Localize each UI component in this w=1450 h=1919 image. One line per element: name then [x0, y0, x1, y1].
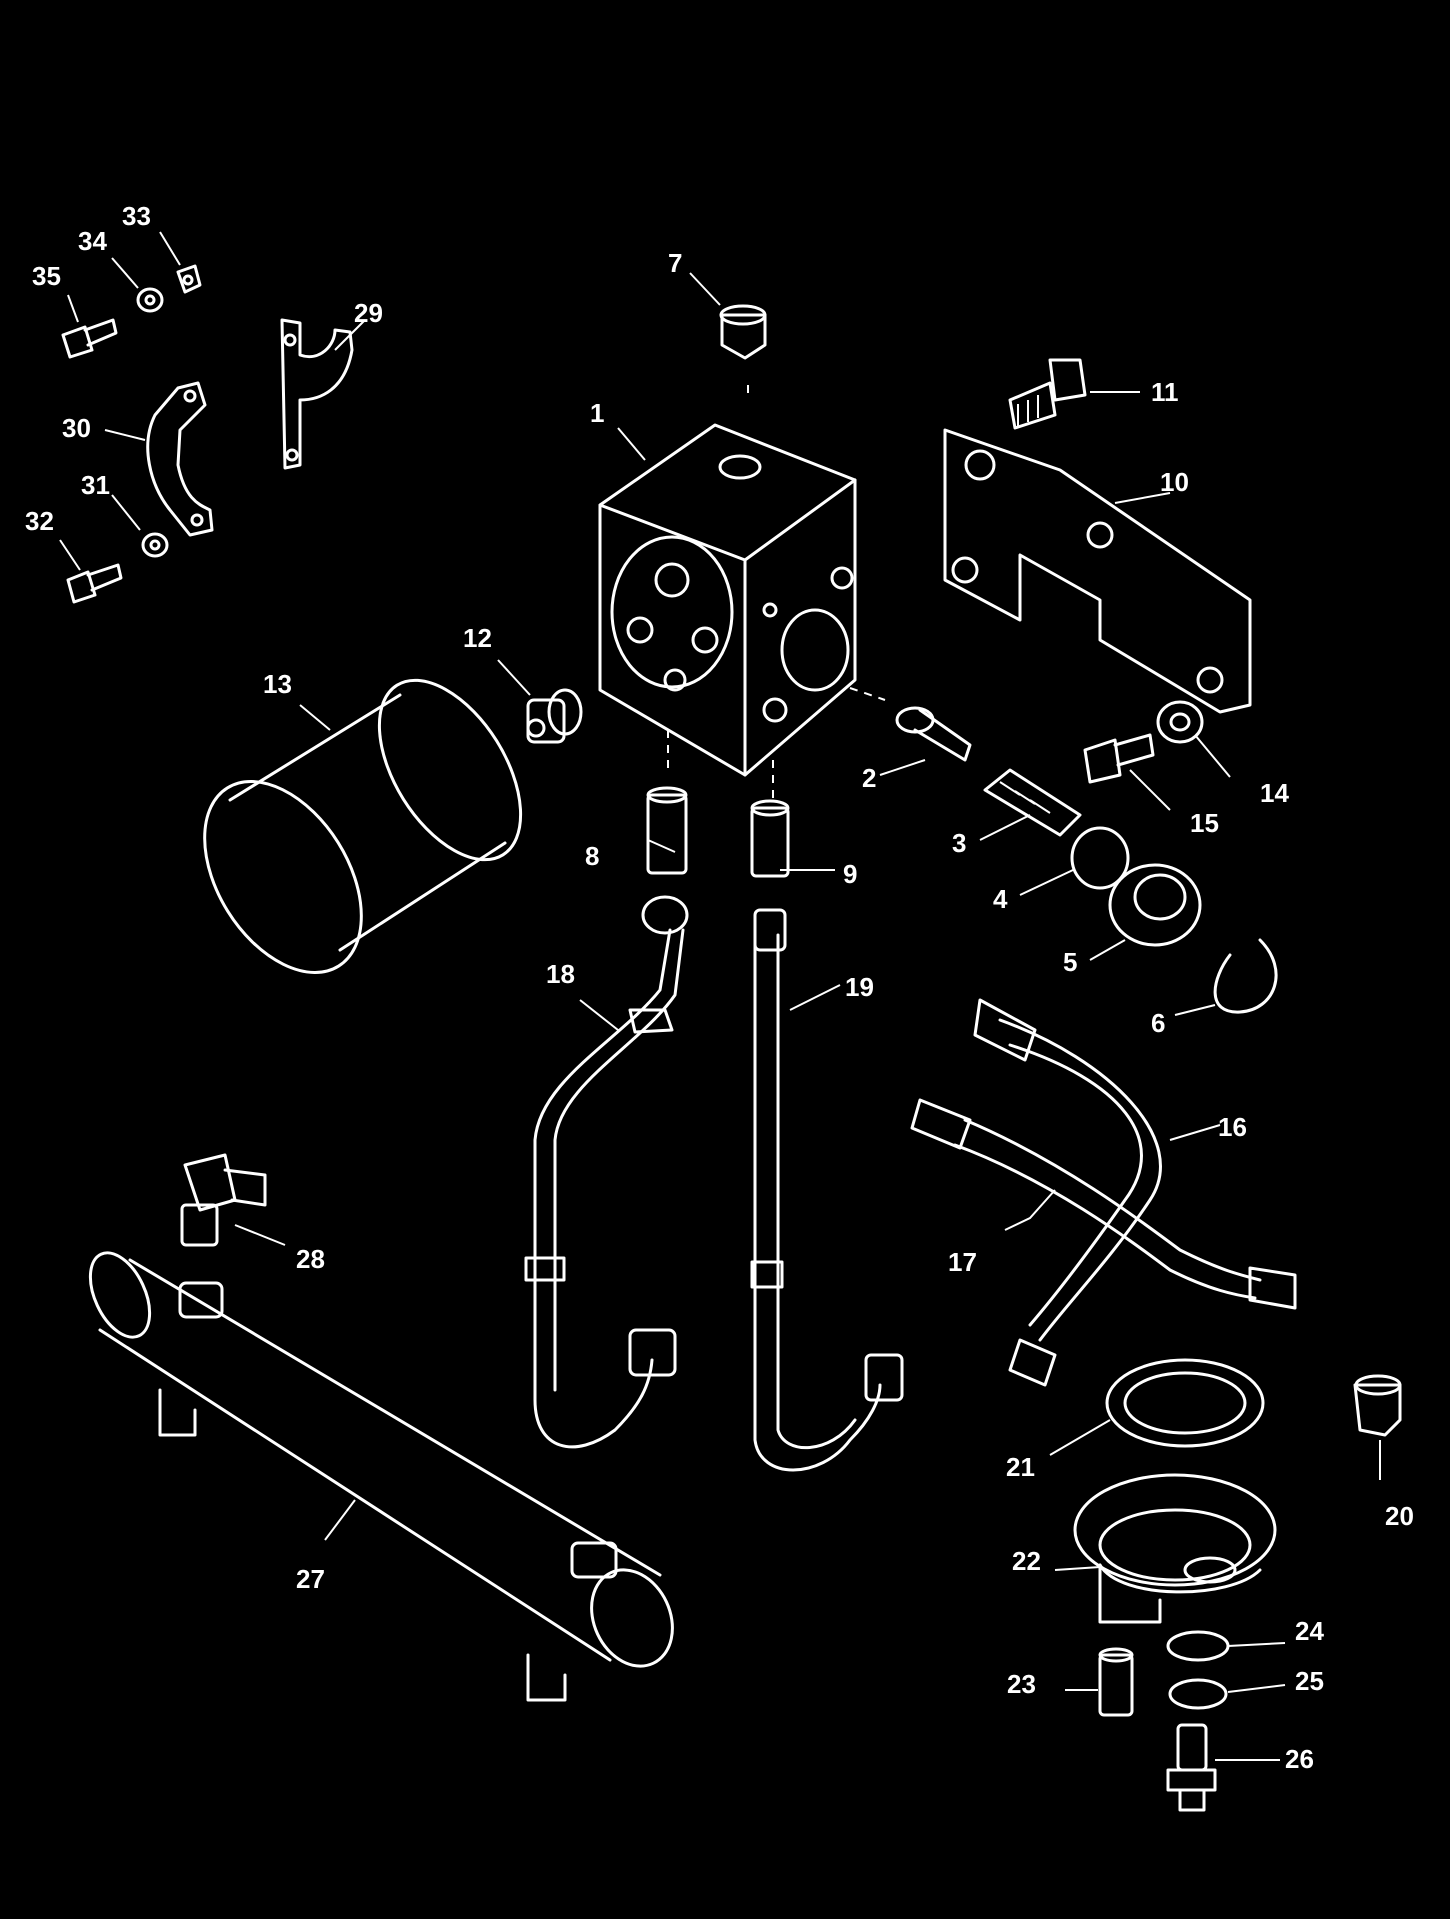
callout-17: 17	[948, 1247, 977, 1277]
part-17-hose	[910, 1098, 1297, 1310]
part-7-plug	[719, 304, 767, 360]
callout-14: 14	[1260, 778, 1289, 808]
part-20-plug	[1353, 1374, 1402, 1437]
part-5-thermostat	[1108, 863, 1202, 947]
callout-7: 7	[668, 248, 682, 278]
callout-8: 8	[585, 841, 599, 871]
callout-labels: 1 2 3 4 5 6 7 8 9 10 11 12 13 14 15 16 1…	[25, 201, 1414, 1774]
part-16-hose	[973, 998, 1162, 1387]
part-12-fitting	[526, 688, 583, 744]
part-11-bolt	[1008, 358, 1087, 430]
part-18-hose	[524, 895, 689, 1449]
callout-21: 21	[1006, 1452, 1035, 1482]
callout-30: 30	[62, 413, 91, 443]
part-23-fitting	[1098, 1647, 1134, 1717]
callout-12: 12	[463, 623, 492, 653]
callout-10: 10	[1160, 467, 1189, 497]
part-32-bolt	[66, 563, 123, 604]
part-15-bolt	[1083, 733, 1155, 784]
part-28-elbow-fitting	[180, 1153, 267, 1247]
part-3-spring	[983, 768, 1082, 837]
callout-19: 19	[845, 972, 874, 1002]
callout-18: 18	[546, 959, 575, 989]
callout-27: 27	[296, 1564, 325, 1594]
part-13-oil-filter	[203, 678, 523, 974]
part-19-hose	[750, 908, 904, 1472]
callout-2: 2	[862, 763, 876, 793]
part-25-seal	[1168, 1678, 1228, 1710]
callout-24: 24	[1295, 1616, 1324, 1646]
callout-1: 1	[590, 398, 604, 428]
callout-15: 15	[1190, 808, 1219, 838]
callout-25: 25	[1295, 1666, 1324, 1696]
part-30-clamp-half	[146, 381, 214, 537]
part-21-gasket	[1105, 1358, 1265, 1448]
callout-26: 26	[1285, 1744, 1314, 1774]
callout-28: 28	[296, 1244, 325, 1274]
callout-29: 29	[354, 298, 383, 328]
part-34-washer	[136, 287, 164, 313]
part-33-nut	[176, 264, 202, 294]
part-2-pin	[895, 706, 972, 762]
callout-23: 23	[1007, 1669, 1036, 1699]
part-27-oil-cooler	[88, 1251, 674, 1702]
callout-13: 13	[263, 669, 292, 699]
callout-32: 32	[25, 506, 54, 536]
callout-16: 16	[1218, 1112, 1247, 1142]
callout-22: 22	[1012, 1546, 1041, 1576]
part-4-o-ring	[1070, 826, 1130, 890]
part-1-adapter-block	[598, 423, 857, 777]
part-22-filter-head	[1073, 1473, 1277, 1624]
callout-11: 11	[1151, 377, 1179, 407]
callout-20: 20	[1385, 1501, 1414, 1531]
callout-6: 6	[1151, 1008, 1165, 1038]
callout-33: 33	[122, 201, 151, 231]
part-14-washer	[1156, 700, 1204, 744]
part-26-nipple	[1166, 1723, 1217, 1812]
callout-34: 34	[78, 226, 107, 256]
callout-31: 31	[81, 470, 110, 500]
part-9-fitting	[750, 799, 790, 878]
part-8-fitting	[646, 786, 688, 875]
callout-35: 35	[32, 261, 61, 291]
callout-9: 9	[843, 859, 857, 889]
leader-lines	[59, 231, 1381, 1761]
part-29-clamp-half	[280, 318, 354, 470]
part-31-washer	[141, 532, 169, 558]
part-35-bolt	[61, 318, 118, 359]
callout-4: 4	[993, 884, 1008, 914]
callout-3: 3	[952, 828, 966, 858]
part-10-mounting-bracket	[943, 428, 1252, 714]
callout-5: 5	[1063, 947, 1077, 977]
part-6-snap-ring	[1213, 938, 1278, 1014]
